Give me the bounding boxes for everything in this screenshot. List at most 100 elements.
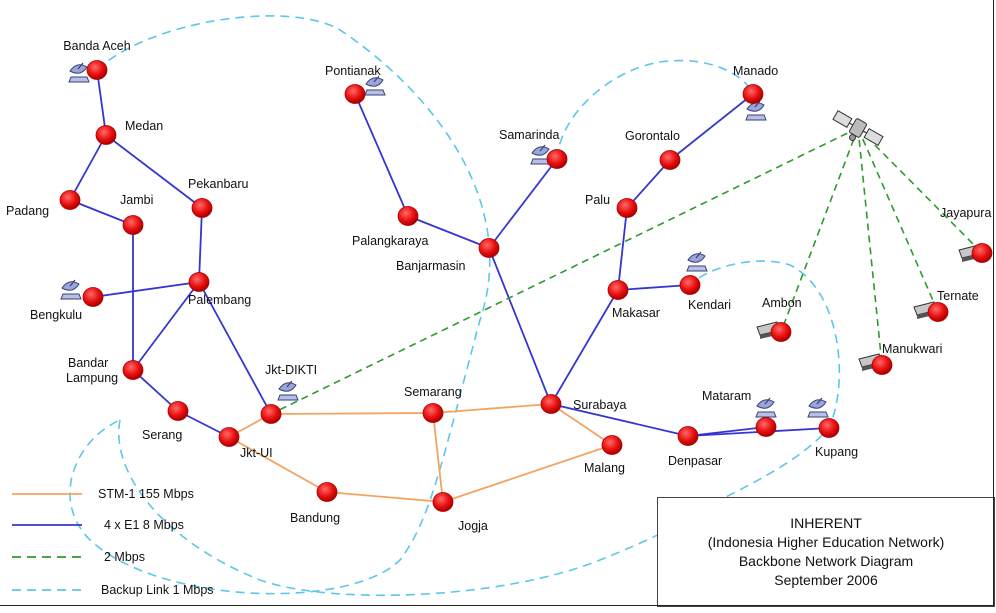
node-label-jayapura: Jayapura: [940, 206, 991, 220]
e1-link-surabaya-makasar: [550, 289, 619, 405]
e1-link-palu-gorontalo: [626, 159, 671, 209]
e1-link-palembang-bandar-lampung: [132, 281, 200, 371]
node-kupang: [818, 418, 840, 438]
satellite-dish-icon: [364, 75, 386, 96]
mbps2-link-satellite-manukwari: [857, 127, 883, 366]
node-serang: [167, 401, 189, 421]
node-label-makasar: Makasar: [612, 306, 660, 320]
icons-layer: [60, 62, 984, 418]
node-ternate: [927, 302, 949, 322]
node-pekanbaru: [191, 198, 213, 218]
node-label-banda-aceh: Banda Aceh: [63, 39, 130, 53]
title-line-diagram: Backbone Network Diagram: [738, 553, 914, 569]
node-label-kupang: Kupang: [815, 445, 858, 459]
satellite-dish-icon: [530, 144, 552, 165]
node-banda-aceh: [86, 60, 108, 80]
node-label-bengkulu: Bengkulu: [30, 308, 82, 322]
satellite-icon: [832, 109, 884, 147]
node-label-pekanbaru: Pekanbaru: [188, 177, 249, 191]
node-label-jambi: Jambi: [120, 193, 153, 207]
node-label-jogja: Jogja: [458, 519, 488, 533]
e1-link-padang-jambi: [69, 199, 134, 226]
node-label-padang: Padang: [6, 204, 49, 218]
e1-link-pontianak-palangkaraya: [354, 93, 409, 217]
stm1-link-jkt-dikti-semarang: [270, 412, 434, 415]
e1-link-palangkaraya-banjarmasin: [407, 215, 490, 249]
node-palangkaraya: [397, 206, 419, 226]
node-label-surabaya: Surabaya: [573, 398, 627, 412]
satellite-dish-icon: [755, 397, 777, 418]
node-jambi: [122, 215, 144, 235]
e1-link-banda-aceh-medan: [96, 69, 107, 136]
node-samarinda: [546, 149, 568, 169]
node-manado: [742, 84, 764, 104]
title-line-network: INHERENT: [790, 515, 862, 531]
node-jogja: [432, 492, 454, 512]
node-label-palembang: Palembang: [188, 293, 251, 307]
satellite-dish-icon: [745, 100, 767, 121]
node-label-medan: Medan: [125, 119, 163, 133]
backup-link-jkt-dikti-banda-aceh: [69, 15, 491, 595]
satellite-dish-icon: [807, 397, 829, 418]
node-label-semarang: Semarang: [404, 385, 462, 399]
node-palu: [616, 198, 638, 218]
e1-link-banjarmasin-samarinda: [488, 158, 558, 249]
links-layer: [69, 69, 983, 503]
node-label-manukwari: Manukwari: [882, 342, 942, 356]
e1-link-medan-pekanbaru: [105, 134, 203, 209]
backup-link-samarinda-manado: [556, 59, 754, 160]
node-manukwari: [871, 355, 893, 375]
node-pontianak: [344, 84, 366, 104]
node-label-jkt-ui: Jkt-UI: [240, 446, 273, 460]
e1-link-pekanbaru-palembang: [198, 207, 203, 283]
node-label-palu: Palu: [585, 193, 610, 207]
stm1-link-jkt-ui-bandung: [228, 436, 328, 493]
node-label-serang: Serang: [142, 428, 182, 442]
satellite-dish-icon: [60, 279, 82, 300]
e1-link-makasar-kendari: [617, 284, 691, 291]
nodes-layer: [59, 60, 993, 512]
node-label-denpasar: Denpasar: [668, 454, 722, 468]
mbps2-link-satellite-jayapura: [857, 127, 983, 254]
legend-label-stm1: STM-1 155 Mbps: [98, 487, 194, 501]
node-makasar: [607, 280, 629, 300]
node-label-palangkaraya: Palangkaraya: [352, 234, 428, 248]
stm1-link-semarang-jogja: [432, 412, 444, 503]
stm1-link-bandung-jogja: [326, 491, 444, 503]
title-line-full-name: (Indonesia Higher Education Network): [707, 534, 945, 550]
node-banjarmasin: [478, 238, 500, 258]
diagram-title-box: INHERENT (Indonesia Higher Education Net…: [657, 497, 995, 607]
node-medan: [95, 125, 117, 145]
satellite-dish-icon: [686, 251, 708, 272]
node-ambon: [770, 322, 792, 342]
stm1-link-jogja-malang: [442, 444, 613, 503]
satellite-dish-icon: [277, 380, 299, 401]
node-denpasar: [677, 426, 699, 446]
node-surabaya: [540, 394, 562, 414]
mbps2-link-satellite-jkt-dikti: [270, 127, 859, 415]
node-label-kendari: Kendari: [688, 298, 731, 312]
node-label-gorontalo: Gorontalo: [625, 129, 680, 143]
node-palembang: [188, 272, 210, 292]
e1-link-palembang-jkt-dikti: [198, 281, 272, 415]
node-mataram: [755, 417, 777, 437]
node-bengkulu: [82, 287, 104, 307]
node-label-mataram: Mataram: [702, 389, 751, 403]
e1-link-gorontalo-manado: [669, 93, 754, 161]
legend-label-e1: 4 x E1 8 Mbps: [104, 518, 184, 532]
mbps2-link-satellite-ternate: [857, 127, 939, 313]
e1-link-surabaya-denpasar: [550, 403, 689, 437]
node-label-bandung: Bandung: [290, 511, 340, 525]
node-semarang: [422, 403, 444, 423]
e1-link-makasar-palu: [617, 207, 628, 291]
e1-link-banjarmasin-surabaya: [488, 247, 552, 405]
node-padang: [59, 190, 81, 210]
node-label-banjarmasin: Banjarmasin: [396, 259, 466, 273]
node-kendari: [679, 275, 701, 295]
stm1-link-surabaya-malang: [550, 403, 613, 446]
node-jayapura: [971, 243, 993, 263]
